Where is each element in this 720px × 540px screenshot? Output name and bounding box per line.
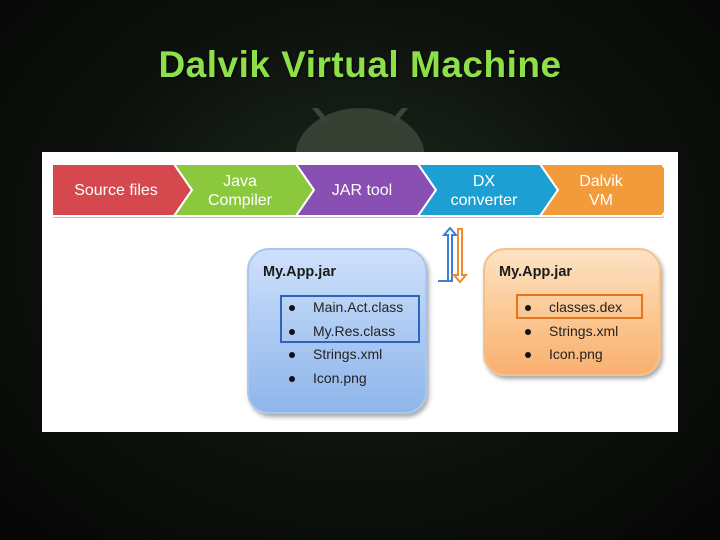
list-item: Main.Act.class [285,296,425,320]
list-item: classes.dex [521,296,661,320]
dex-file-list: classes.dex Strings.xml Icon.png [521,296,661,367]
chevron-dalvik-vm [538,164,664,217]
bullet-icon [289,328,295,335]
bullet-icon [525,352,531,358]
file-name: Strings.xml [549,322,619,339]
dex-box-title: My.App.jar [499,264,573,280]
file-name: classes.dex [549,299,623,315]
file-name: Icon.png [549,346,603,362]
slide-title: Dalvik Virtual Machine [158,44,562,85]
bullet-icon [289,305,295,311]
dex-contents-box: My.App.jar classes.dex Strings.xml Icon.… [483,248,661,376]
list-item: Icon.png [521,343,661,367]
bullet-icon [525,328,531,335]
bullet-icon [525,305,531,311]
step-dalvik-vm: Dalvik VM [579,173,623,209]
step-dx-converter: DX converter [450,173,518,209]
file-name: Icon.png [313,369,367,386]
file-name: My.Res.class [313,322,396,339]
jar-contents-box: My.App.jar Main.Act.class My.Res.class S… [247,248,427,414]
list-item: My.Res.class [285,320,425,344]
bullet-icon [289,352,295,358]
android-logo-icon [295,108,425,158]
bullet-icon [289,375,295,382]
jar-file-list: Main.Act.class My.Res.class Strings.xml … [285,296,425,390]
step-source-files: Source files [74,182,158,199]
step-jar-tool: JAR tool [331,182,393,199]
build-pipeline: Source files Java Compiler JAR tool DX c… [52,164,664,218]
jar-box-title: My.App.jar [263,264,337,280]
file-name: Main.Act.class [313,299,404,315]
list-item: Strings.xml [521,320,661,344]
class-files-highlight [280,295,420,343]
conversion-arrows-icon [438,227,469,284]
diagram-panel: Source files Java Compiler JAR tool DX c… [42,152,678,432]
dex-file-highlight [516,294,643,319]
list-item: Strings.xml [285,343,425,367]
list-item: Icon.png [285,367,425,391]
step-java-compiler: Java Compiler [207,173,272,209]
file-name: Strings.xml [313,346,383,362]
